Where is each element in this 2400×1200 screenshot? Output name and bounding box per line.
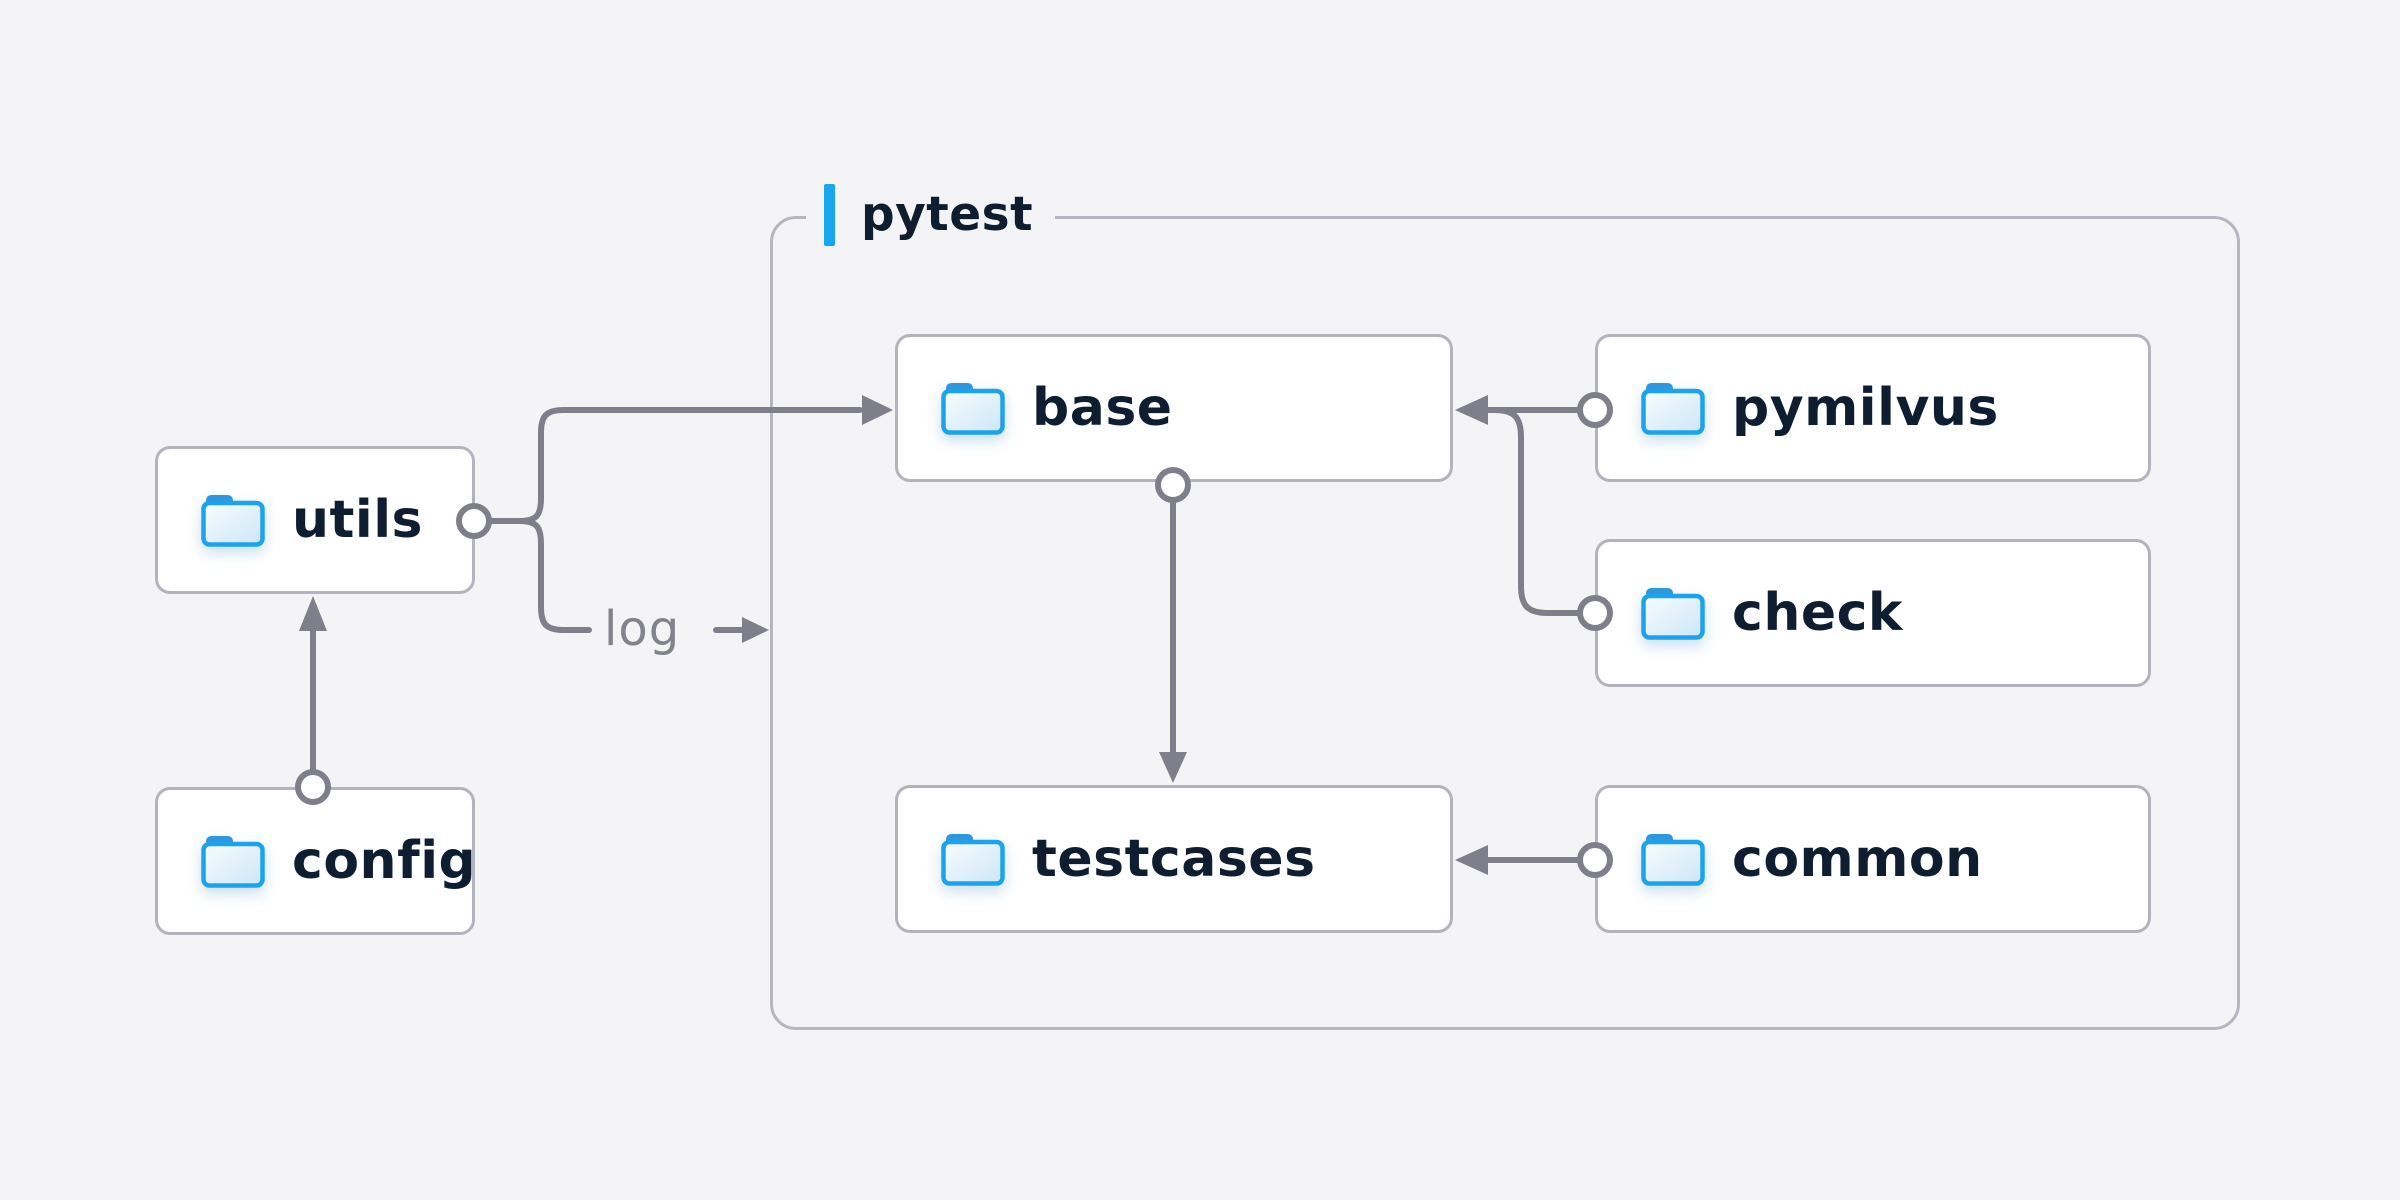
folder-icon bbox=[1640, 380, 1706, 436]
pytest-group-label: pytest bbox=[806, 183, 1056, 247]
log-edge-label: log bbox=[604, 601, 681, 657]
folder-icon bbox=[200, 492, 266, 548]
node-common: common bbox=[1595, 785, 2151, 933]
node-testcases: testcases bbox=[895, 785, 1453, 933]
folder-icon bbox=[1640, 831, 1706, 887]
node-label: pymilvus bbox=[1732, 378, 1999, 438]
node-label: utils bbox=[292, 490, 423, 550]
node-label: testcases bbox=[1032, 829, 1316, 889]
group-label-text: pytest bbox=[861, 187, 1034, 242]
folder-icon bbox=[940, 380, 1006, 436]
node-check: check bbox=[1595, 539, 2151, 687]
log-arrow-icon bbox=[713, 617, 769, 643]
node-utils: utils bbox=[155, 446, 475, 594]
node-label: check bbox=[1732, 583, 1904, 643]
node-label: config bbox=[292, 831, 477, 891]
node-config: config bbox=[155, 787, 477, 935]
node-pymilvus: pymilvus bbox=[1595, 334, 2151, 482]
folder-icon bbox=[940, 831, 1006, 887]
accent-bar-icon bbox=[824, 184, 835, 246]
node-base: base bbox=[895, 334, 1453, 482]
pytest-group-box bbox=[770, 216, 2240, 1030]
node-label: base bbox=[1032, 378, 1173, 438]
folder-icon bbox=[1640, 585, 1706, 641]
node-label: common bbox=[1732, 829, 1983, 889]
folder-icon bbox=[200, 833, 266, 889]
edge-config-to-utils bbox=[295, 596, 331, 805]
